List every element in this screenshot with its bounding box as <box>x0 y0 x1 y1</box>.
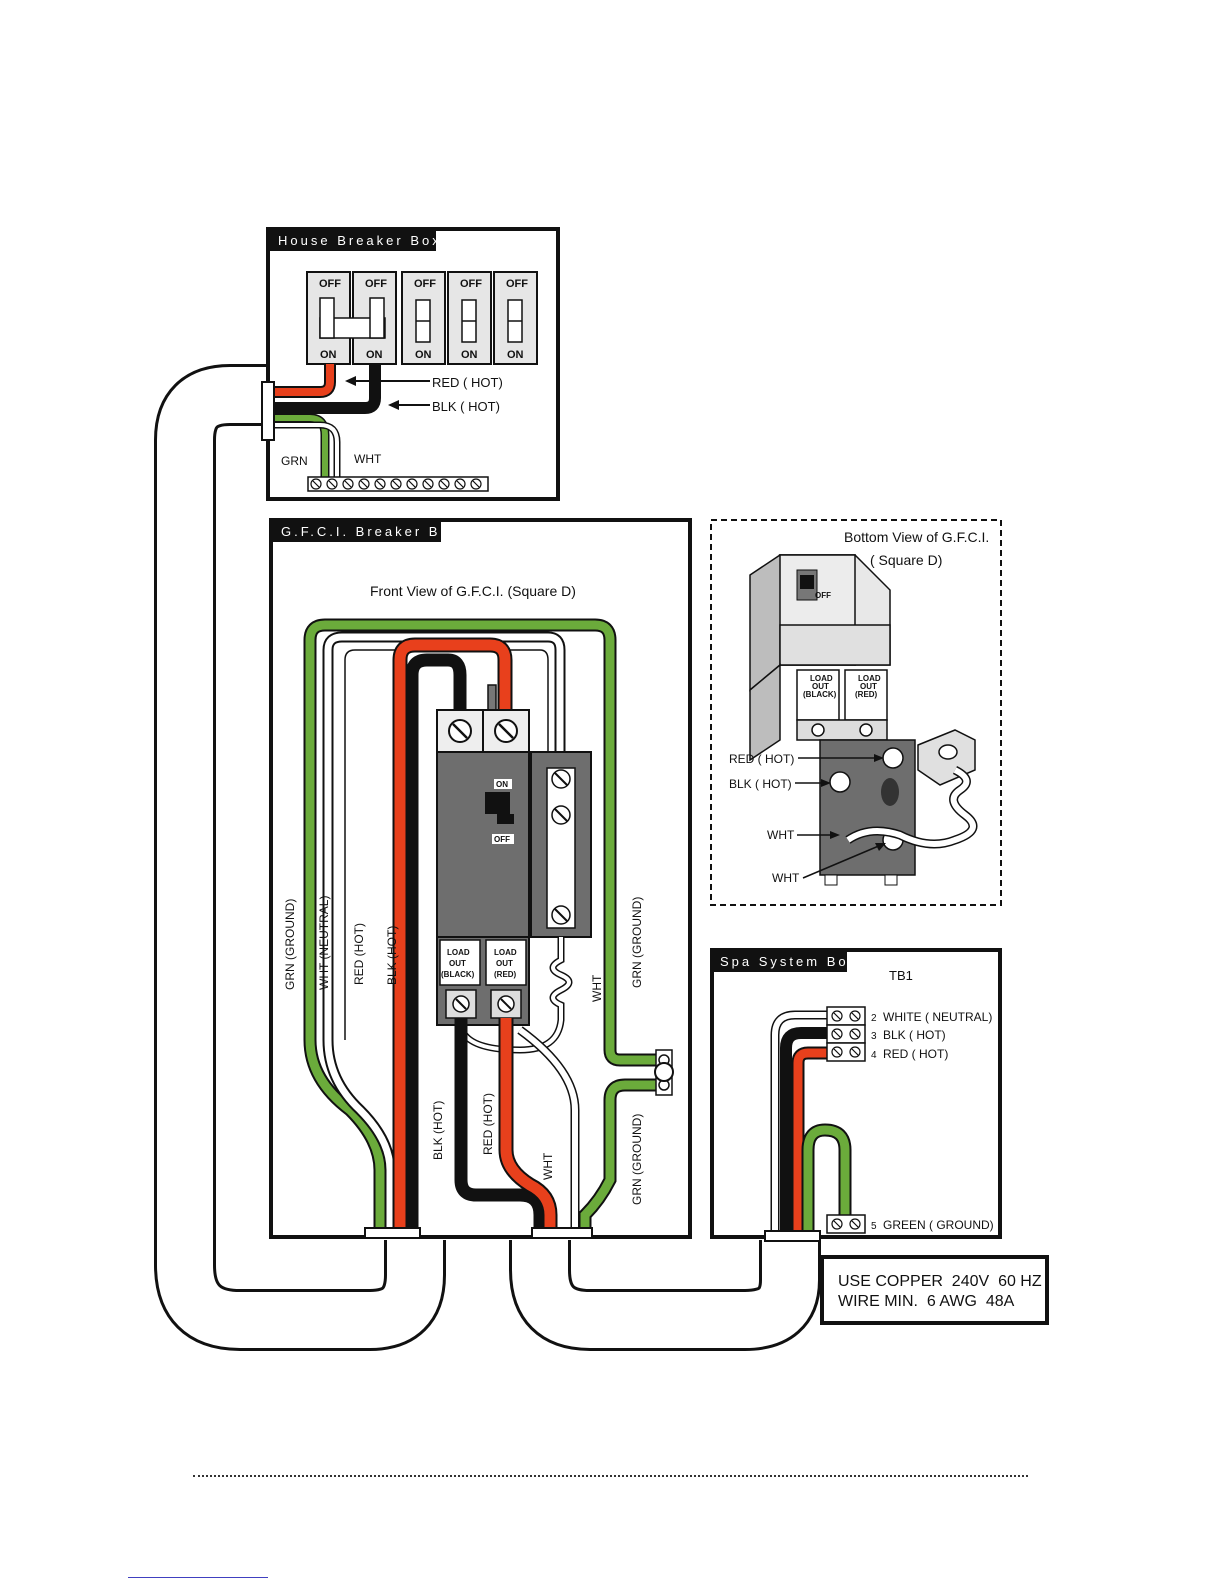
svg-text:5: 5 <box>871 1221 877 1232</box>
note-line-1: USE COPPER 240V 60 HZ <box>838 1273 1042 1290</box>
black-wire <box>272 364 381 414</box>
house-red-label: RED ( HOT) <box>432 375 503 390</box>
label-wht-lower: WHT <box>541 1152 555 1180</box>
svg-text:OFF: OFF <box>460 278 482 290</box>
spa-system-box: Spa System Box TB1 <box>710 948 1002 1242</box>
house-grn-label: GRN <box>281 454 308 468</box>
footer-link-underline <box>128 1577 268 1578</box>
spa-terminal-green: GREEN ( GROUND) <box>883 1218 994 1232</box>
spa-terminal-white: WHITE ( NEUTRAL) <box>883 1010 992 1024</box>
bottom-view-title-1: Bottom View of G.F.C.I. <box>844 529 989 545</box>
svg-text:4: 4 <box>871 1050 877 1061</box>
note-line-2: WIRE MIN. 6 AWG 48A <box>838 1293 1015 1310</box>
svg-text:LOAD: LOAD <box>447 948 470 957</box>
house-blk-label: BLK ( HOT) <box>432 399 500 414</box>
label-wht-right: WHT <box>590 974 604 1002</box>
svg-text:ON: ON <box>507 349 524 361</box>
svg-text:ON: ON <box>320 349 337 361</box>
svg-text:(BLACK): (BLACK) <box>803 690 837 699</box>
svg-text:2: 2 <box>871 1013 877 1024</box>
svg-text:ON: ON <box>366 349 383 361</box>
bottom-wht-label-1: WHT <box>767 828 795 842</box>
house-wht-label: WHT <box>354 452 382 466</box>
bottom-view-panel: Bottom View of G.F.C.I. ( Square D) OFF … <box>710 519 1002 906</box>
label-red-hot: RED (HOT) <box>352 923 366 985</box>
conduit-right <box>509 1239 821 1351</box>
gfci-breaker-box: G.F.C.I. Breaker Box Front View of G.F.C… <box>269 518 692 1239</box>
svg-text:ON: ON <box>461 349 478 361</box>
terminal-block-tb1 <box>826 1006 866 1234</box>
bottom-view-title-2: ( Square D) <box>870 552 942 568</box>
svg-text:OFF: OFF <box>365 278 387 290</box>
spa-box-title: Spa System Box <box>720 954 858 969</box>
svg-text:3: 3 <box>871 1031 877 1042</box>
conduit-left <box>154 364 446 1351</box>
svg-text:(RED): (RED) <box>855 690 878 699</box>
svg-text:LOAD: LOAD <box>858 674 881 683</box>
svg-text:OFF: OFF <box>815 591 831 600</box>
svg-text:ON: ON <box>415 349 432 361</box>
svg-text:ON: ON <box>496 780 508 789</box>
bottom-blk-label: BLK ( HOT) <box>729 777 792 791</box>
svg-text:OFF: OFF <box>319 278 341 290</box>
bottom-wht-label-2: WHT <box>772 871 800 885</box>
gfci-box-title: G.F.C.I. Breaker Box <box>281 524 460 539</box>
label-grn-lower: GRN (GROUND) <box>630 1114 644 1205</box>
label-blk-hot: BLK (HOT) <box>385 926 399 985</box>
label-blk-lower: BLK (HOT) <box>431 1101 445 1160</box>
breaker-switch: OFF ON <box>401 271 446 365</box>
breaker-switch: OFF ON <box>493 271 538 365</box>
tb1-label: TB1 <box>889 968 913 983</box>
svg-text:LOAD: LOAD <box>810 674 833 683</box>
svg-text:OFF: OFF <box>494 835 510 844</box>
front-view-title: Front View of G.F.C.I. (Square D) <box>370 583 576 599</box>
breaker-switch: OFF ON <box>447 271 492 365</box>
svg-text:(RED): (RED) <box>494 970 517 979</box>
svg-text:OUT: OUT <box>812 682 829 691</box>
svg-text:OUT: OUT <box>496 959 513 968</box>
copper-wire-note: USE COPPER 240V 60 HZ WIRE MIN. 6 AWG 48… <box>820 1255 1049 1325</box>
house-box-title: House Breaker Box <box>278 233 442 248</box>
bottom-red-label: RED ( HOT) <box>729 752 794 766</box>
breaker-switch: OFF ON <box>306 271 351 365</box>
footer-divider <box>193 1475 1028 1477</box>
terminal-strip <box>307 476 489 492</box>
svg-text:OUT: OUT <box>449 959 466 968</box>
label-grn-right: GRN (GROUND) <box>630 897 644 988</box>
svg-text:OFF: OFF <box>506 278 528 290</box>
spa-terminal-blk: BLK ( HOT) <box>883 1028 946 1042</box>
svg-text:(BLACK): (BLACK) <box>441 970 475 979</box>
label-grn-ground: GRN (GROUND) <box>283 899 297 990</box>
spa-terminal-red: RED ( HOT) <box>883 1047 948 1061</box>
label-red-lower: RED (HOT) <box>481 1093 495 1155</box>
svg-text:OFF: OFF <box>414 278 436 290</box>
house-breaker-box: House Breaker Box OFF ON OFF ON OFF ON O… <box>261 227 560 501</box>
svg-text:OUT: OUT <box>860 682 877 691</box>
svg-text:LOAD: LOAD <box>494 948 517 957</box>
label-wht-neutral: WHT (NEUTRAL) <box>317 896 331 990</box>
